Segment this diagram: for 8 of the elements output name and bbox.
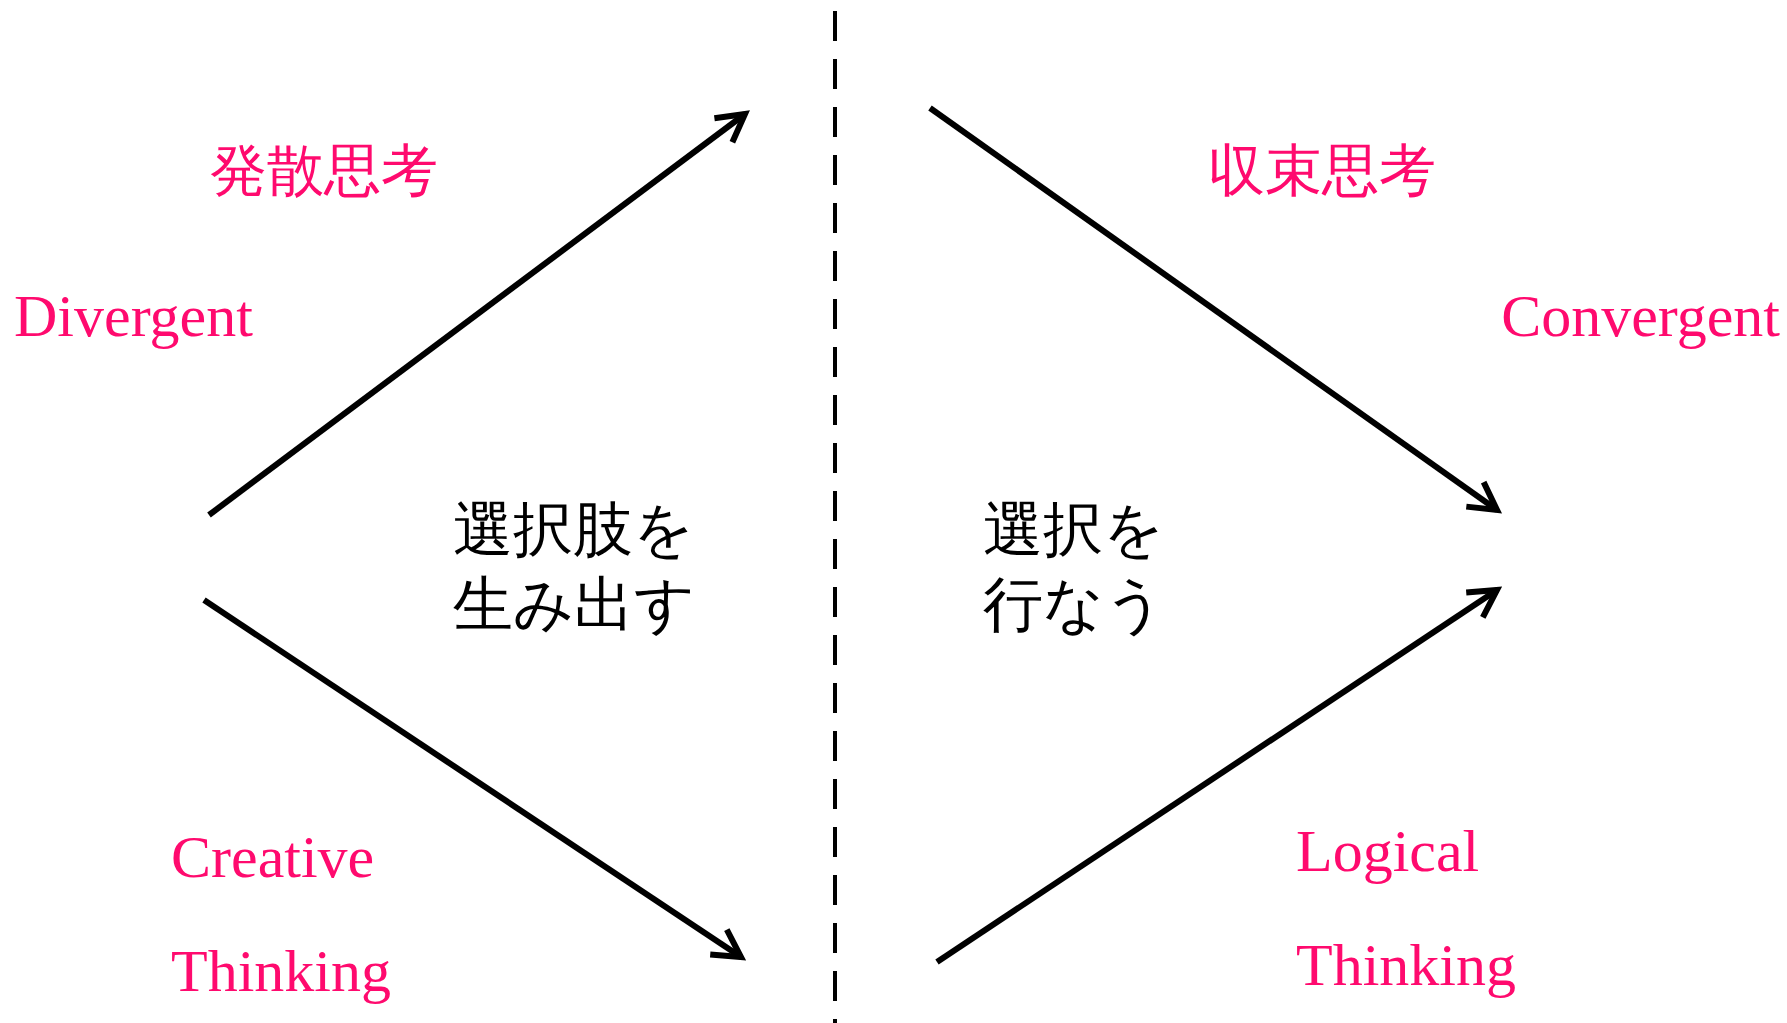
heading-text: 発散思考	[210, 136, 439, 205]
term-text: Convergent	[1500, 282, 1780, 351]
term-text: Creative Thinking	[171, 823, 392, 1006]
heading-text: 収束思考	[1208, 136, 1437, 205]
description-text: 選択を行なう	[983, 493, 1166, 641]
term-text: Divergent	[14, 282, 254, 351]
description-text: 選択肢を生み出す	[453, 493, 696, 641]
term-text: Logical Thinking	[1296, 817, 1517, 1000]
